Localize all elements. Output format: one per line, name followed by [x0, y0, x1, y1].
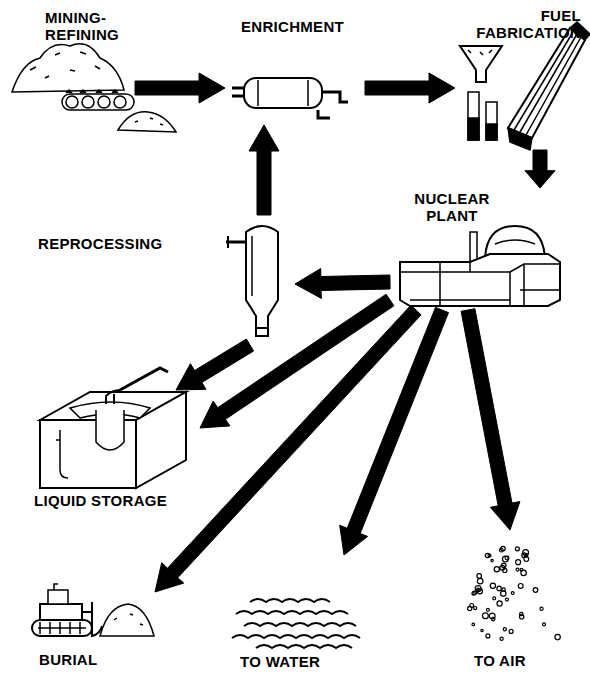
air-particles — [468, 546, 561, 640]
fuel-rod-bundle — [508, 22, 590, 150]
flow-arrow — [365, 73, 455, 103]
stage-region: TO WATER — [230, 555, 390, 672]
stage-region: NUCLEAR PLANT — [390, 188, 585, 310]
enrichment-cylinder — [232, 78, 348, 118]
flow-arrow — [340, 307, 449, 555]
stage-region: FUEL FABRICATION — [455, 5, 585, 150]
stage-region: TO AIR — [440, 530, 570, 672]
stage-label: ENRICHMENT — [241, 18, 363, 35]
stage-label: TO WATER — [240, 653, 380, 670]
flow-arrow — [135, 73, 225, 103]
stage-label: TO AIR — [474, 652, 566, 669]
flow-arrow — [249, 125, 279, 215]
stage-label: FUEL FABRICATION — [459, 7, 581, 41]
storage-tank-vault — [40, 368, 186, 488]
stage-region: ENRICHMENT — [225, 8, 365, 125]
stage-region: BURIAL — [15, 575, 155, 672]
conveyor — [62, 90, 134, 110]
stage-label: BURIAL — [39, 651, 139, 668]
bulldozer — [32, 584, 154, 636]
stage-label: NUCLEAR PLANT — [410, 190, 494, 224]
stage-region: LIQUID STORAGE — [30, 390, 200, 515]
water-waves — [232, 599, 360, 648]
flow-arrow — [295, 269, 390, 299]
plant-building — [400, 226, 560, 306]
flow-arrow — [461, 309, 520, 530]
flow-arrow — [525, 150, 555, 188]
stage-label: REPROCESSING — [38, 235, 188, 252]
funnel — [460, 46, 502, 140]
stage-region: MINING- REFINING — [8, 5, 135, 145]
flow-arrow — [176, 339, 254, 390]
stage-region: REPROCESSING — [35, 215, 295, 345]
stage-label: MINING- REFINING — [45, 9, 133, 43]
reprocessing-vessel — [226, 226, 278, 336]
stage-label: LIQUID STORAGE — [34, 492, 196, 509]
